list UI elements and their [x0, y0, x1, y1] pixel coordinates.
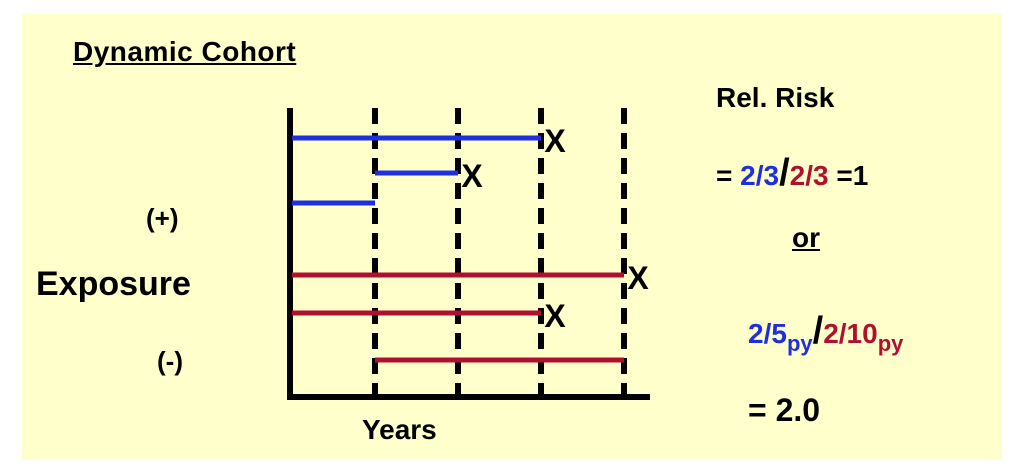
- eq1-result: =1: [836, 160, 869, 191]
- rate-ratio-equation: 2/5py/2/10py: [748, 310, 903, 357]
- exposed-risk: 2/3: [740, 160, 780, 191]
- year-gridlines: [372, 108, 627, 397]
- page-title: Dynamic Cohort: [73, 36, 297, 67]
- event-x-marker: X: [544, 298, 566, 334]
- event-x-marker: X: [627, 260, 649, 296]
- unexposed-risk: 2/3: [789, 160, 829, 191]
- exposed-label: (+): [146, 203, 179, 233]
- cohort-events: X X X X: [461, 123, 649, 334]
- slide-background: [22, 14, 1002, 460]
- rate-ratio-result: = 2.0: [748, 392, 821, 428]
- fraction-slash: /: [779, 152, 790, 194]
- exposure-axis-label: Exposure: [36, 265, 191, 303]
- relative-risk-heading: Rel. Risk: [716, 82, 835, 113]
- event-x-marker: X: [461, 158, 483, 194]
- fraction-slash: /: [812, 310, 824, 352]
- event-x-marker: X: [544, 123, 566, 159]
- unexposed-rate: 2/10py: [823, 318, 904, 356]
- risk-ratio-equation: = 2/3/2/3 =1: [716, 152, 868, 195]
- or-separator: or: [792, 222, 820, 253]
- exposed-rate: 2/5py: [748, 318, 813, 356]
- years-axis-label: Years: [362, 414, 437, 445]
- unexposed-label: (-): [157, 346, 183, 376]
- eq1-prefix: =: [716, 160, 733, 191]
- cohort-follow-up-lines: [292, 135, 624, 363]
